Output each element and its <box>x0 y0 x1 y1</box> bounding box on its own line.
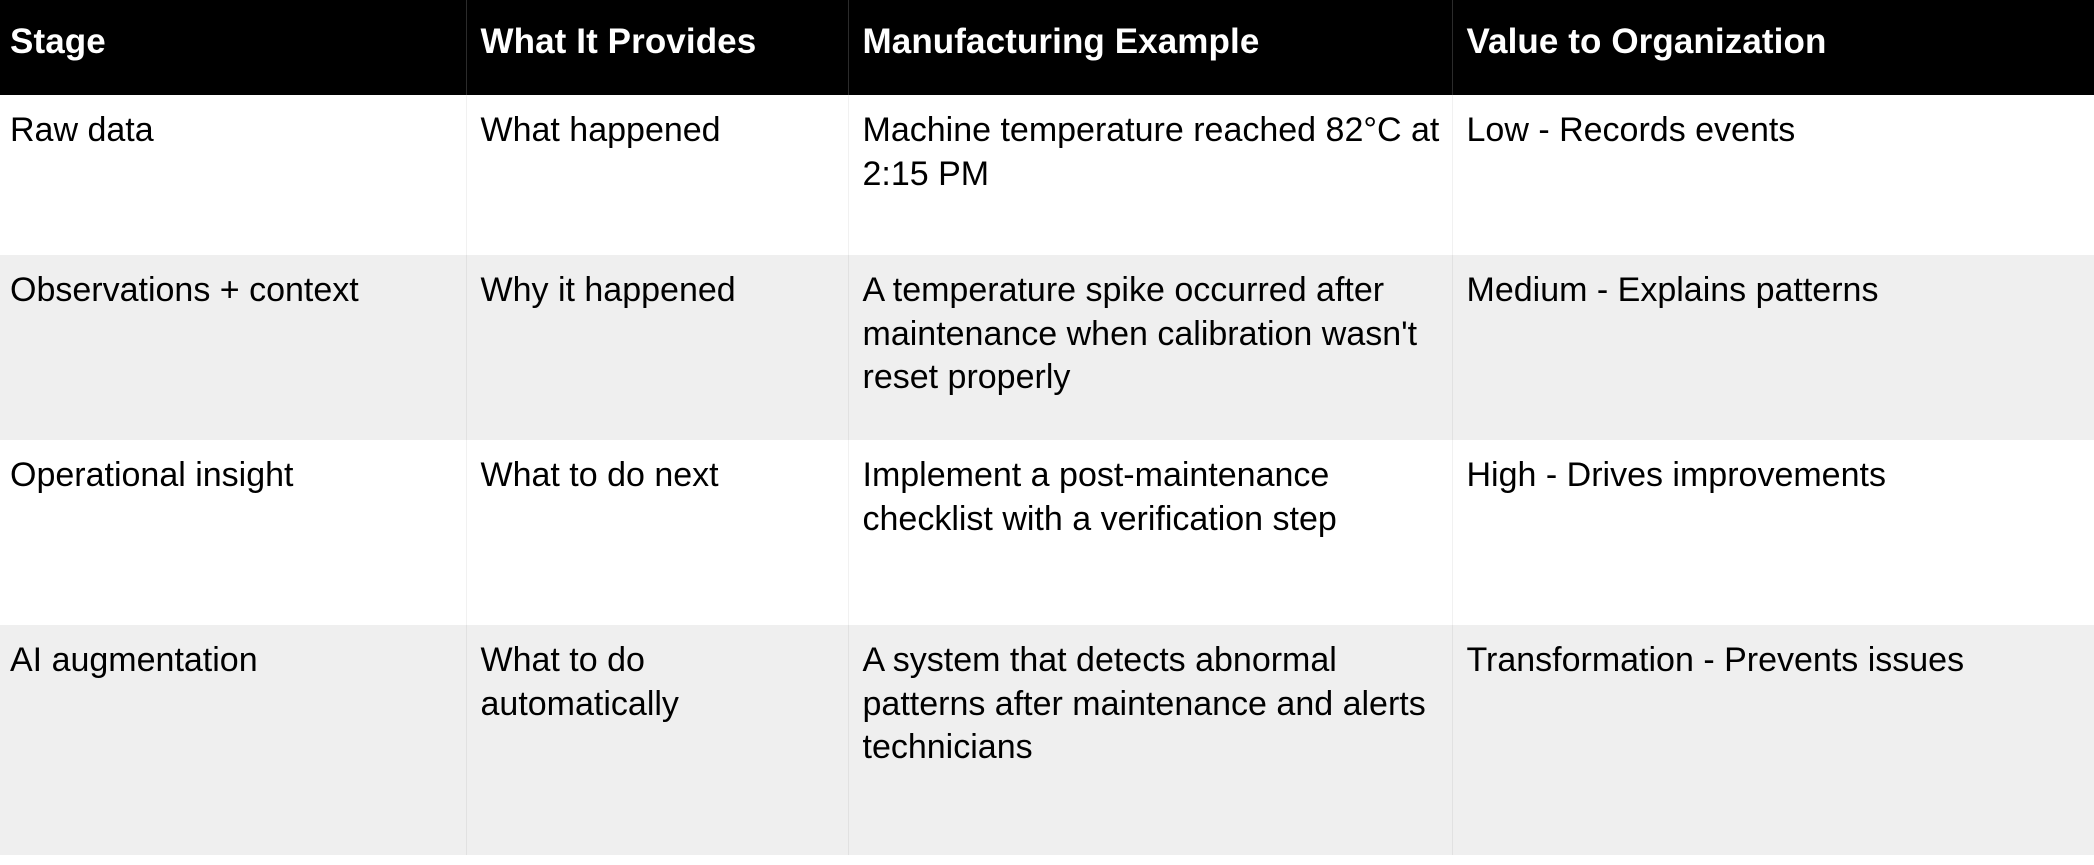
table-body: Raw data What happened Machine temperatu… <box>0 95 2094 855</box>
column-header-value-to-organization: Value to Organization <box>1452 0 2094 95</box>
cell-stage: AI augmentation <box>0 625 467 855</box>
cell-stage: Raw data <box>0 95 467 255</box>
cell-manufacturing-example: Machine temperature reached 82°C at 2:15… <box>848 95 1453 255</box>
cell-value-to-organization: Medium - Explains patterns <box>1452 255 2094 440</box>
column-header-stage: Stage <box>0 0 467 95</box>
table-row: Raw data What happened Machine temperatu… <box>0 95 2094 255</box>
cell-what-it-provides: What happened <box>466 95 849 255</box>
table-row: AI augmentation What to do automatically… <box>0 625 2094 855</box>
cell-value-to-organization: High - Drives improvements <box>1452 440 2094 625</box>
cell-what-it-provides: What to do next <box>466 440 849 625</box>
cell-manufacturing-example: A temperature spike occurred after maint… <box>848 255 1453 440</box>
cell-what-it-provides: What to do automatically <box>466 625 849 855</box>
cell-stage: Observations + context <box>0 255 467 440</box>
table-row: Observations + context Why it happened A… <box>0 255 2094 440</box>
column-header-manufacturing-example: Manufacturing Example <box>848 0 1453 95</box>
cell-manufacturing-example: A system that detects abnormal patterns … <box>848 625 1453 855</box>
table-header-row: Stage What It Provides Manufacturing Exa… <box>0 0 2094 95</box>
cell-what-it-provides: Why it happened <box>466 255 849 440</box>
cell-value-to-organization: Low - Records events <box>1452 95 2094 255</box>
cell-stage: Operational insight <box>0 440 467 625</box>
cell-manufacturing-example: Implement a post-maintenance checklist w… <box>848 440 1453 625</box>
table-header: Stage What It Provides Manufacturing Exa… <box>0 0 2094 95</box>
table-row: Operational insight What to do next Impl… <box>0 440 2094 625</box>
column-header-what-it-provides: What It Provides <box>466 0 849 95</box>
cell-value-to-organization: Transformation - Prevents issues <box>1452 625 2094 855</box>
